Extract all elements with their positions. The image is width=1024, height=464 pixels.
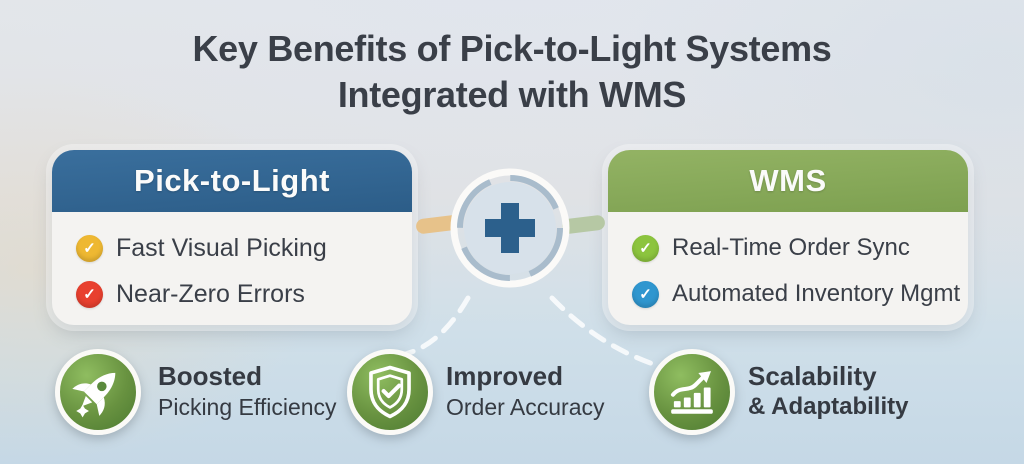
list-item: ✓ Real-Time Order Sync — [632, 229, 944, 267]
benefit-circle-accuracy — [347, 349, 433, 435]
wms-card: WMS ✓ Real-Time Order Sync ✓ Automated I… — [608, 150, 968, 325]
shield-check-icon — [369, 365, 411, 419]
check-circle-icon: ✓ — [632, 234, 659, 262]
pick-to-light-header: Pick-to-Light — [52, 150, 412, 212]
plus-icon — [450, 168, 570, 288]
benefit-line1: Boosted — [158, 361, 262, 391]
benefit-circle-boosted — [55, 349, 141, 435]
dashed-curve-right — [549, 295, 703, 379]
wms-header: WMS — [608, 150, 968, 212]
benefit-circle-scalability — [649, 349, 735, 435]
page-title: Key Benefits of Pick-to-Light Systems In… — [0, 26, 1024, 118]
wms-body: ✓ Real-Time Order Sync ✓ Automated Inven… — [608, 212, 968, 313]
benefit-line1: Scalability — [748, 361, 877, 391]
rocket-icon — [72, 372, 116, 418]
pick-to-light-card: Pick-to-Light ✓ Fast Visual Picking ✓ Ne… — [52, 150, 412, 325]
check-circle-icon: ✓ — [76, 280, 103, 308]
check-circle-icon: ✓ — [632, 280, 659, 308]
list-item: ✓ Fast Visual Picking — [76, 229, 388, 267]
benefit-line1: Improved — [446, 361, 564, 391]
list-item: ✓ Near-Zero Errors — [76, 275, 388, 313]
hub-outer-white-ring — [450, 168, 570, 288]
list-item: ✓ Automated Inventory Mgmt — [632, 275, 960, 313]
benefit-boosted: Boosted Picking Efficiency — [158, 361, 337, 422]
list-item-label: Near-Zero Errors — [116, 279, 305, 308]
plus-glyph — [485, 203, 535, 253]
growth-chart-icon — [670, 371, 713, 414]
list-item-label: Real-Time Order Sync — [672, 234, 910, 261]
benefit-accuracy: Improved Order Accuracy — [446, 361, 605, 422]
check-circle-icon: ✓ — [76, 234, 103, 262]
benefit-scalability: Scalability & Adaptability — [748, 361, 908, 422]
list-item-label: Automated Inventory Mgmt — [672, 280, 961, 307]
benefit-line2: Picking Efficiency — [158, 394, 337, 420]
pick-to-light-body: ✓ Fast Visual Picking ✓ Near-Zero Errors — [52, 212, 412, 313]
page-title-line1: Key Benefits of Pick-to-Light Systems — [192, 28, 832, 69]
list-item-label: Fast Visual Picking — [116, 233, 327, 262]
integration-hub — [450, 168, 570, 288]
page-title-line2: Integrated with WMS — [337, 74, 687, 115]
benefit-line2: Order Accuracy — [446, 394, 605, 420]
benefit-line2: & Adaptability — [748, 393, 909, 420]
